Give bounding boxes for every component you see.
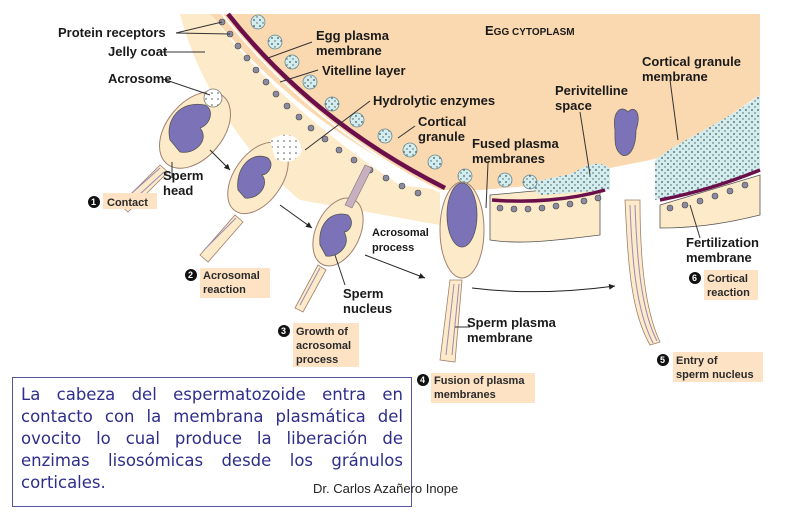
step-4-text-1: Fusion of plasma: [434, 375, 525, 387]
sperm-4: [439, 181, 485, 363]
jelly-coat-far-right: [659, 174, 761, 229]
step-2-text-2: reaction: [203, 284, 246, 296]
sperm-3: [294, 164, 373, 313]
label-perivitelline-space-1: Perivitelline: [555, 83, 628, 98]
label-jelly-coat: Jelly coat: [108, 44, 168, 59]
label-fused-plasma-membranes-1: Fused plasma: [472, 136, 559, 151]
label-acrosomal-process-1: Acrosomal: [372, 227, 429, 239]
step-2-text-1: Acrosomal: [203, 270, 260, 282]
arrow-3-4: [364, 254, 426, 279]
step-6-text-2: reaction: [707, 287, 750, 299]
label-acrosomal-process-2: process: [372, 242, 414, 254]
step-6-text-1: Cortical: [707, 273, 748, 285]
step-3: 3 Growth of acrosomal process: [278, 323, 359, 367]
step-5: 5 Entry of sperm nucleus: [657, 352, 763, 382]
step-4-number: 4: [420, 375, 425, 385]
label-fertilization-membrane-2: membrane: [686, 250, 752, 265]
step-3-number: 3: [281, 326, 286, 336]
label-cortical-granule-1: Cortical: [418, 114, 466, 129]
step-5-number: 5: [660, 355, 665, 365]
label-fused-plasma-membranes-2: membranes: [472, 151, 545, 166]
step-5-text-2: sperm nucleus: [676, 369, 754, 381]
label-sperm-head-2: head: [163, 183, 193, 198]
label-hydrolytic-enzymes: Hydrolytic enzymes: [373, 93, 495, 108]
step-2: 2 Acrosomal reaction: [185, 268, 270, 298]
egg-plasma-membrane-far-right: [659, 168, 761, 202]
label-sperm-head-1: Sperm: [163, 168, 203, 183]
caption-text: La cabeza del espermatozoide entra en co…: [21, 385, 403, 492]
arrow-2-3: [279, 204, 313, 229]
protein-receptors: [218, 18, 749, 213]
egg-plasma-membrane-right: [491, 188, 606, 203]
label-sperm-plasma-membrane-2: membrane: [467, 330, 533, 345]
author-credit: Dr. Carlos Azañero Inope: [313, 481, 459, 496]
arrow-4-5: [471, 283, 616, 293]
step-6: 6 Cortical reaction: [689, 270, 758, 300]
label-protein-receptors: Protein receptors: [58, 25, 166, 40]
label-sperm-nucleus-1: Sperm: [343, 286, 383, 301]
step-3-text-1: Growth of: [296, 326, 348, 338]
cortical-reaction-space: [655, 95, 760, 200]
vitelline-layer: [221, 13, 441, 193]
step-6-number: 6: [692, 273, 697, 283]
step-1-text: Contact: [107, 197, 148, 209]
label-cortical-granule-membrane-2: membrane: [642, 69, 708, 84]
step-2-number: 2: [188, 270, 193, 280]
label-sperm-plasma-membrane-1: Sperm plasma: [467, 315, 557, 330]
perivitelline-space: [530, 163, 610, 195]
cortical-granules: [250, 14, 538, 190]
step-5-text-1: Entry of: [676, 355, 718, 367]
label-vitelline-layer: Vitelline layer: [322, 63, 406, 78]
label-cortical-granule-2: granule: [418, 129, 465, 144]
step-1-number: 1: [91, 197, 96, 207]
step-4: 4 Fusion of plasma membranes: [417, 373, 535, 403]
label-egg-cytoplasm: EGG CYTOPLASM: [485, 23, 575, 38]
label-egg-plasma-membrane-1: Egg plasma: [316, 28, 390, 43]
label-cortical-granule-membrane-1: Cortical granule: [642, 54, 741, 69]
jelly-coat: [180, 14, 440, 225]
label-acrosome: Acrosome: [108, 71, 172, 86]
label-egg-plasma-membrane-2: membrane: [316, 43, 382, 58]
sperm-5: [614, 108, 661, 346]
arrow-1-2: [209, 149, 231, 171]
step-3-text-3: process: [296, 354, 338, 366]
sperm-2: [199, 134, 302, 263]
step-1: 1 Contact: [88, 193, 157, 209]
step-4-text-2: membranes: [434, 389, 496, 401]
egg-plasma-membrane: [226, 12, 447, 191]
label-perivitelline-space-2: space: [555, 98, 592, 113]
label-fertilization-membrane-1: Fertilization: [686, 235, 759, 250]
step-3-text-2: acrosomal: [296, 340, 351, 352]
label-sperm-nucleus-2: nucleus: [343, 301, 392, 316]
caption-box: La cabeza del espermatozoide entra en co…: [12, 377, 412, 507]
leader-lines: [160, 21, 701, 328]
jelly-coat-right: [489, 184, 601, 243]
